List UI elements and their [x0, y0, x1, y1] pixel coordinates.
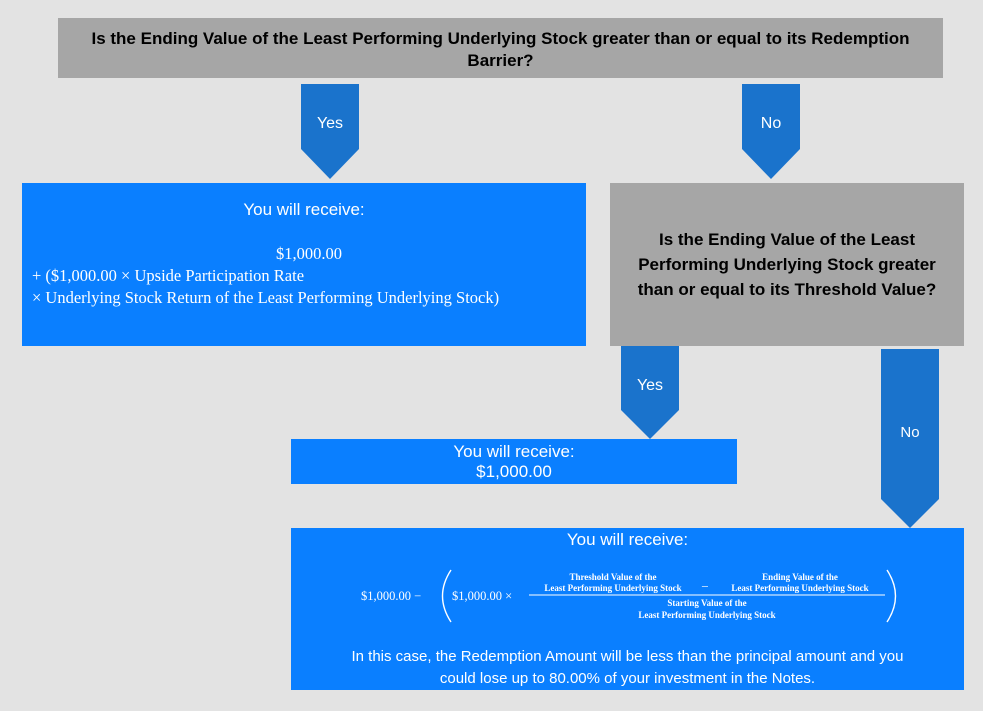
question-redemption-barrier: Is the Ending Value of the Least Perform…	[58, 18, 943, 78]
yes-label-1: Yes	[316, 115, 344, 132]
numerator-a-1: Threshold Value of the	[569, 572, 656, 582]
outcome-amount: $1,000.00	[476, 462, 552, 481]
loss-formula: $1,000.00 − $1,000.00 × Threshold Value …	[361, 569, 897, 623]
right-paren	[886, 569, 897, 623]
yes-label-2: Yes	[636, 377, 664, 394]
question-threshold-value: Is the Ending Value of the Least Perform…	[610, 183, 964, 346]
formula-lead: $1,000.00 −	[361, 589, 421, 603]
note-line-1: In this case, the Redemption Amount will…	[351, 648, 904, 665]
outcome-upside-box: You will receive: $1,000.00 + ($1,000.00…	[22, 183, 586, 346]
question-line-2: Barrier?	[467, 51, 534, 70]
formula-line-1: $1,000.00	[276, 244, 342, 263]
outcome-title: You will receive:	[243, 200, 365, 219]
formula-inner: $1,000.00 ×	[452, 589, 512, 603]
question-2-text: Is the Ending Value of the Least Perform…	[637, 230, 937, 299]
yes-arrow-1	[301, 84, 359, 179]
outcome-loss-box: You will receive: $1,000.00 − $1,000.00 …	[291, 528, 964, 690]
formula-line-2: + ($1,000.00 × Upside Participation Rate	[32, 266, 305, 285]
denominator-2: Least Performing Underlying Stock	[638, 610, 775, 620]
no-label-1: No	[760, 115, 782, 132]
numerator-minus: −	[701, 579, 708, 594]
question-line-1: Is the Ending Value of the Least Perform…	[91, 29, 910, 48]
no-label-2: No	[900, 424, 920, 441]
denominator-1: Starting Value of the	[667, 598, 746, 608]
no-arrow-2	[881, 349, 939, 528]
yes-arrow-2	[621, 346, 679, 439]
numerator-a-2: Least Performing Underlying Stock	[544, 583, 681, 593]
upside-formula: $1,000.00 + ($1,000.00 × Upside Particip…	[32, 243, 586, 309]
left-paren	[441, 569, 452, 623]
loss-note: In this case, the Redemption Amount will…	[291, 646, 964, 690]
numerator-b-1: Ending Value of the	[762, 572, 838, 582]
no-arrow-1	[742, 84, 800, 179]
outcome-title: You will receive:	[566, 530, 689, 549]
note-line-2: could lose up to 80.00% of your investme…	[439, 670, 816, 687]
formula-line-3: × Underlying Stock Return of the Least P…	[32, 288, 500, 307]
outcome-principal-box: You will receive: $1,000.00	[291, 439, 737, 484]
numerator-b-2: Least Performing Underlying Stock	[731, 583, 868, 593]
outcome-title: You will receive:	[453, 442, 575, 461]
